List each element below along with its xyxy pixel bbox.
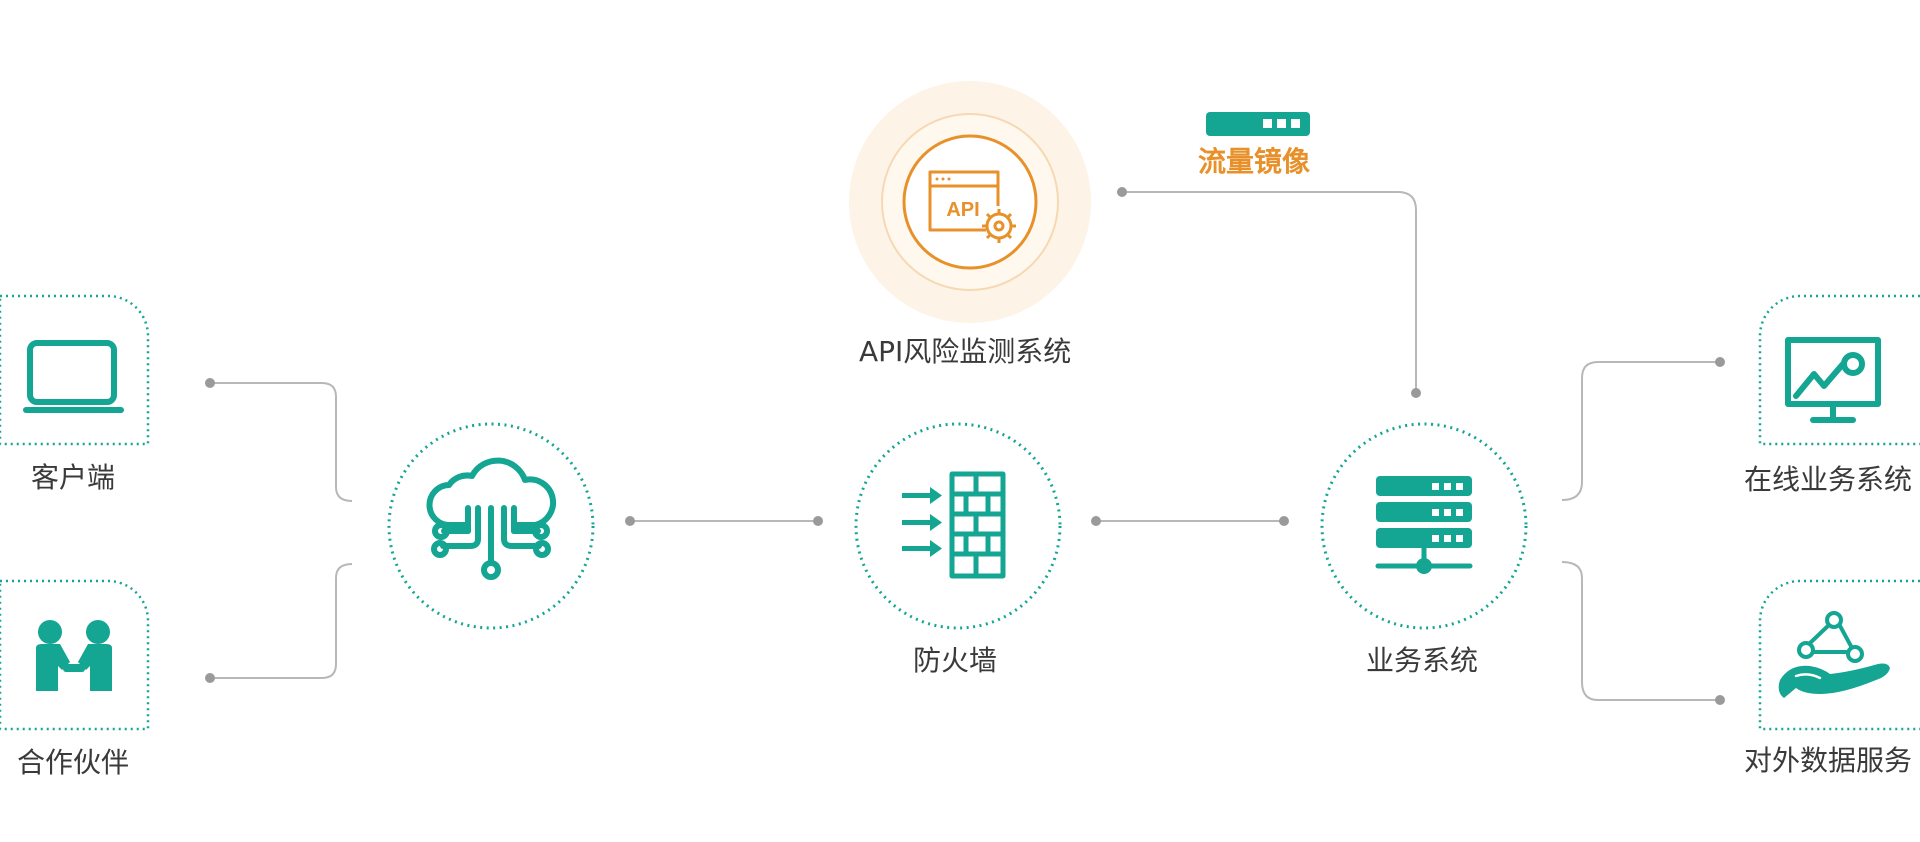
connector-api-business: [1117, 187, 1421, 398]
external-label: 对外数据服务: [1744, 744, 1913, 777]
business-label: 业务系统: [1366, 644, 1479, 677]
connector-cloud-firewall: [625, 516, 823, 526]
api-gear-icon: [928, 170, 1016, 243]
api-inner-ring: [902, 134, 1038, 270]
cloud-node: [387, 422, 595, 630]
data-hand-icon: [1778, 611, 1890, 698]
connector-dot: [205, 378, 215, 388]
server-rack-icon: [1375, 476, 1473, 574]
connector-business-online: [1561, 357, 1725, 501]
business-ring: [1320, 422, 1528, 630]
chart-board-icon: [1785, 337, 1881, 423]
external-node: [1758, 579, 1920, 731]
external-tile: [1758, 579, 1920, 731]
api-monitor-node: API: [849, 81, 1091, 323]
partner-node: [0, 579, 150, 731]
connector-business-external: [1561, 561, 1725, 705]
partner-tile: [0, 579, 150, 731]
client-node: [0, 294, 150, 446]
connector-firewall-business: [1091, 516, 1289, 526]
connector-dot: [205, 673, 215, 683]
firewall-ring: [854, 422, 1062, 630]
online-node: [1758, 294, 1920, 446]
server-strip-icon: [1206, 112, 1310, 136]
partner-label: 合作伙伴: [17, 746, 130, 779]
client-tile: [0, 294, 150, 446]
connector-client-cloud: [210, 382, 353, 502]
firewall-label: 防火墙: [913, 644, 998, 677]
connector-partner-cloud: [210, 563, 353, 679]
cloud-ring: [387, 422, 595, 630]
client-label: 客户端: [31, 461, 116, 494]
online-label: 在线业务系统: [1744, 463, 1913, 496]
firewall-node: [854, 422, 1062, 630]
traffic-mirror-label: 流量镜像: [1198, 145, 1311, 178]
business-node: [1320, 422, 1528, 630]
cloud-network-icon: [426, 457, 557, 580]
handshake-icon: [36, 620, 112, 691]
laptop-icon: [23, 340, 124, 413]
api-icon-text: API: [946, 199, 979, 221]
api-monitor-label: API风险监测系统: [859, 335, 1072, 368]
firewall-icon: [902, 471, 1006, 579]
